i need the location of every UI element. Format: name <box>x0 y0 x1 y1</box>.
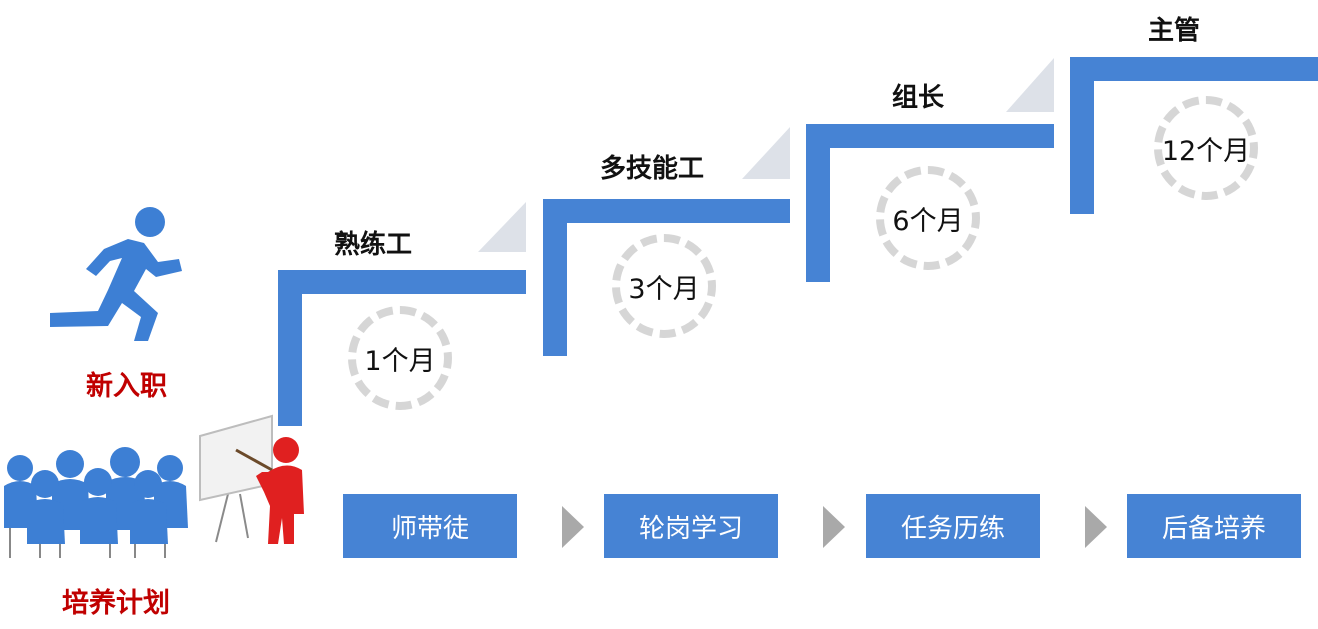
level-2-duration: 3个月 <box>628 273 700 305</box>
classroom-audience-icon <box>4 447 188 558</box>
step-2-bar-vertical <box>543 199 567 356</box>
step-2-bar-horizontal <box>543 199 790 223</box>
level-4-duration-circle: 12个月 <box>1154 96 1258 200</box>
stage-reserve-training: 后备培养 <box>1127 494 1301 558</box>
level-1-duration: 1个月 <box>364 345 436 377</box>
level-2-duration-circle: 3个月 <box>612 234 716 338</box>
stage-task-practice: 任务历练 <box>866 494 1040 558</box>
step-3-triangle <box>1006 58 1054 112</box>
step-3-bar-vertical <box>806 124 830 282</box>
level-4-title: 主管 <box>1148 16 1201 46</box>
level-2-title: 多技能工 <box>600 154 705 184</box>
level-3-duration-circle: 6个月 <box>876 166 980 270</box>
running-person-icon <box>50 207 182 341</box>
step-4-bar-vertical <box>1070 57 1094 214</box>
training-plan-label: 培养计划 <box>62 588 170 619</box>
step-1-triangle <box>478 202 526 252</box>
step-4-bar-horizontal <box>1070 57 1318 81</box>
arrow-right-icon <box>823 506 845 548</box>
stage-mentoring: 师带徒 <box>343 494 517 558</box>
step-1-bar-horizontal <box>278 270 526 294</box>
step-1-bar-vertical <box>278 270 302 426</box>
new-hire-label: 新入职 <box>86 371 167 402</box>
teacher-whiteboard-icon <box>199 414 304 544</box>
step-3-bar-horizontal <box>806 124 1054 148</box>
arrow-right-icon <box>562 506 584 548</box>
stage-job-rotation: 轮岗学习 <box>604 494 778 558</box>
level-1-title: 熟练工 <box>334 230 413 260</box>
arrow-right-icon <box>1085 506 1107 548</box>
level-1-duration-circle: 1个月 <box>348 306 452 410</box>
level-3-title: 组长 <box>892 83 945 113</box>
level-4-duration: 12个月 <box>1161 135 1251 167</box>
level-3-duration: 6个月 <box>892 205 964 237</box>
step-2-triangle <box>742 127 790 179</box>
